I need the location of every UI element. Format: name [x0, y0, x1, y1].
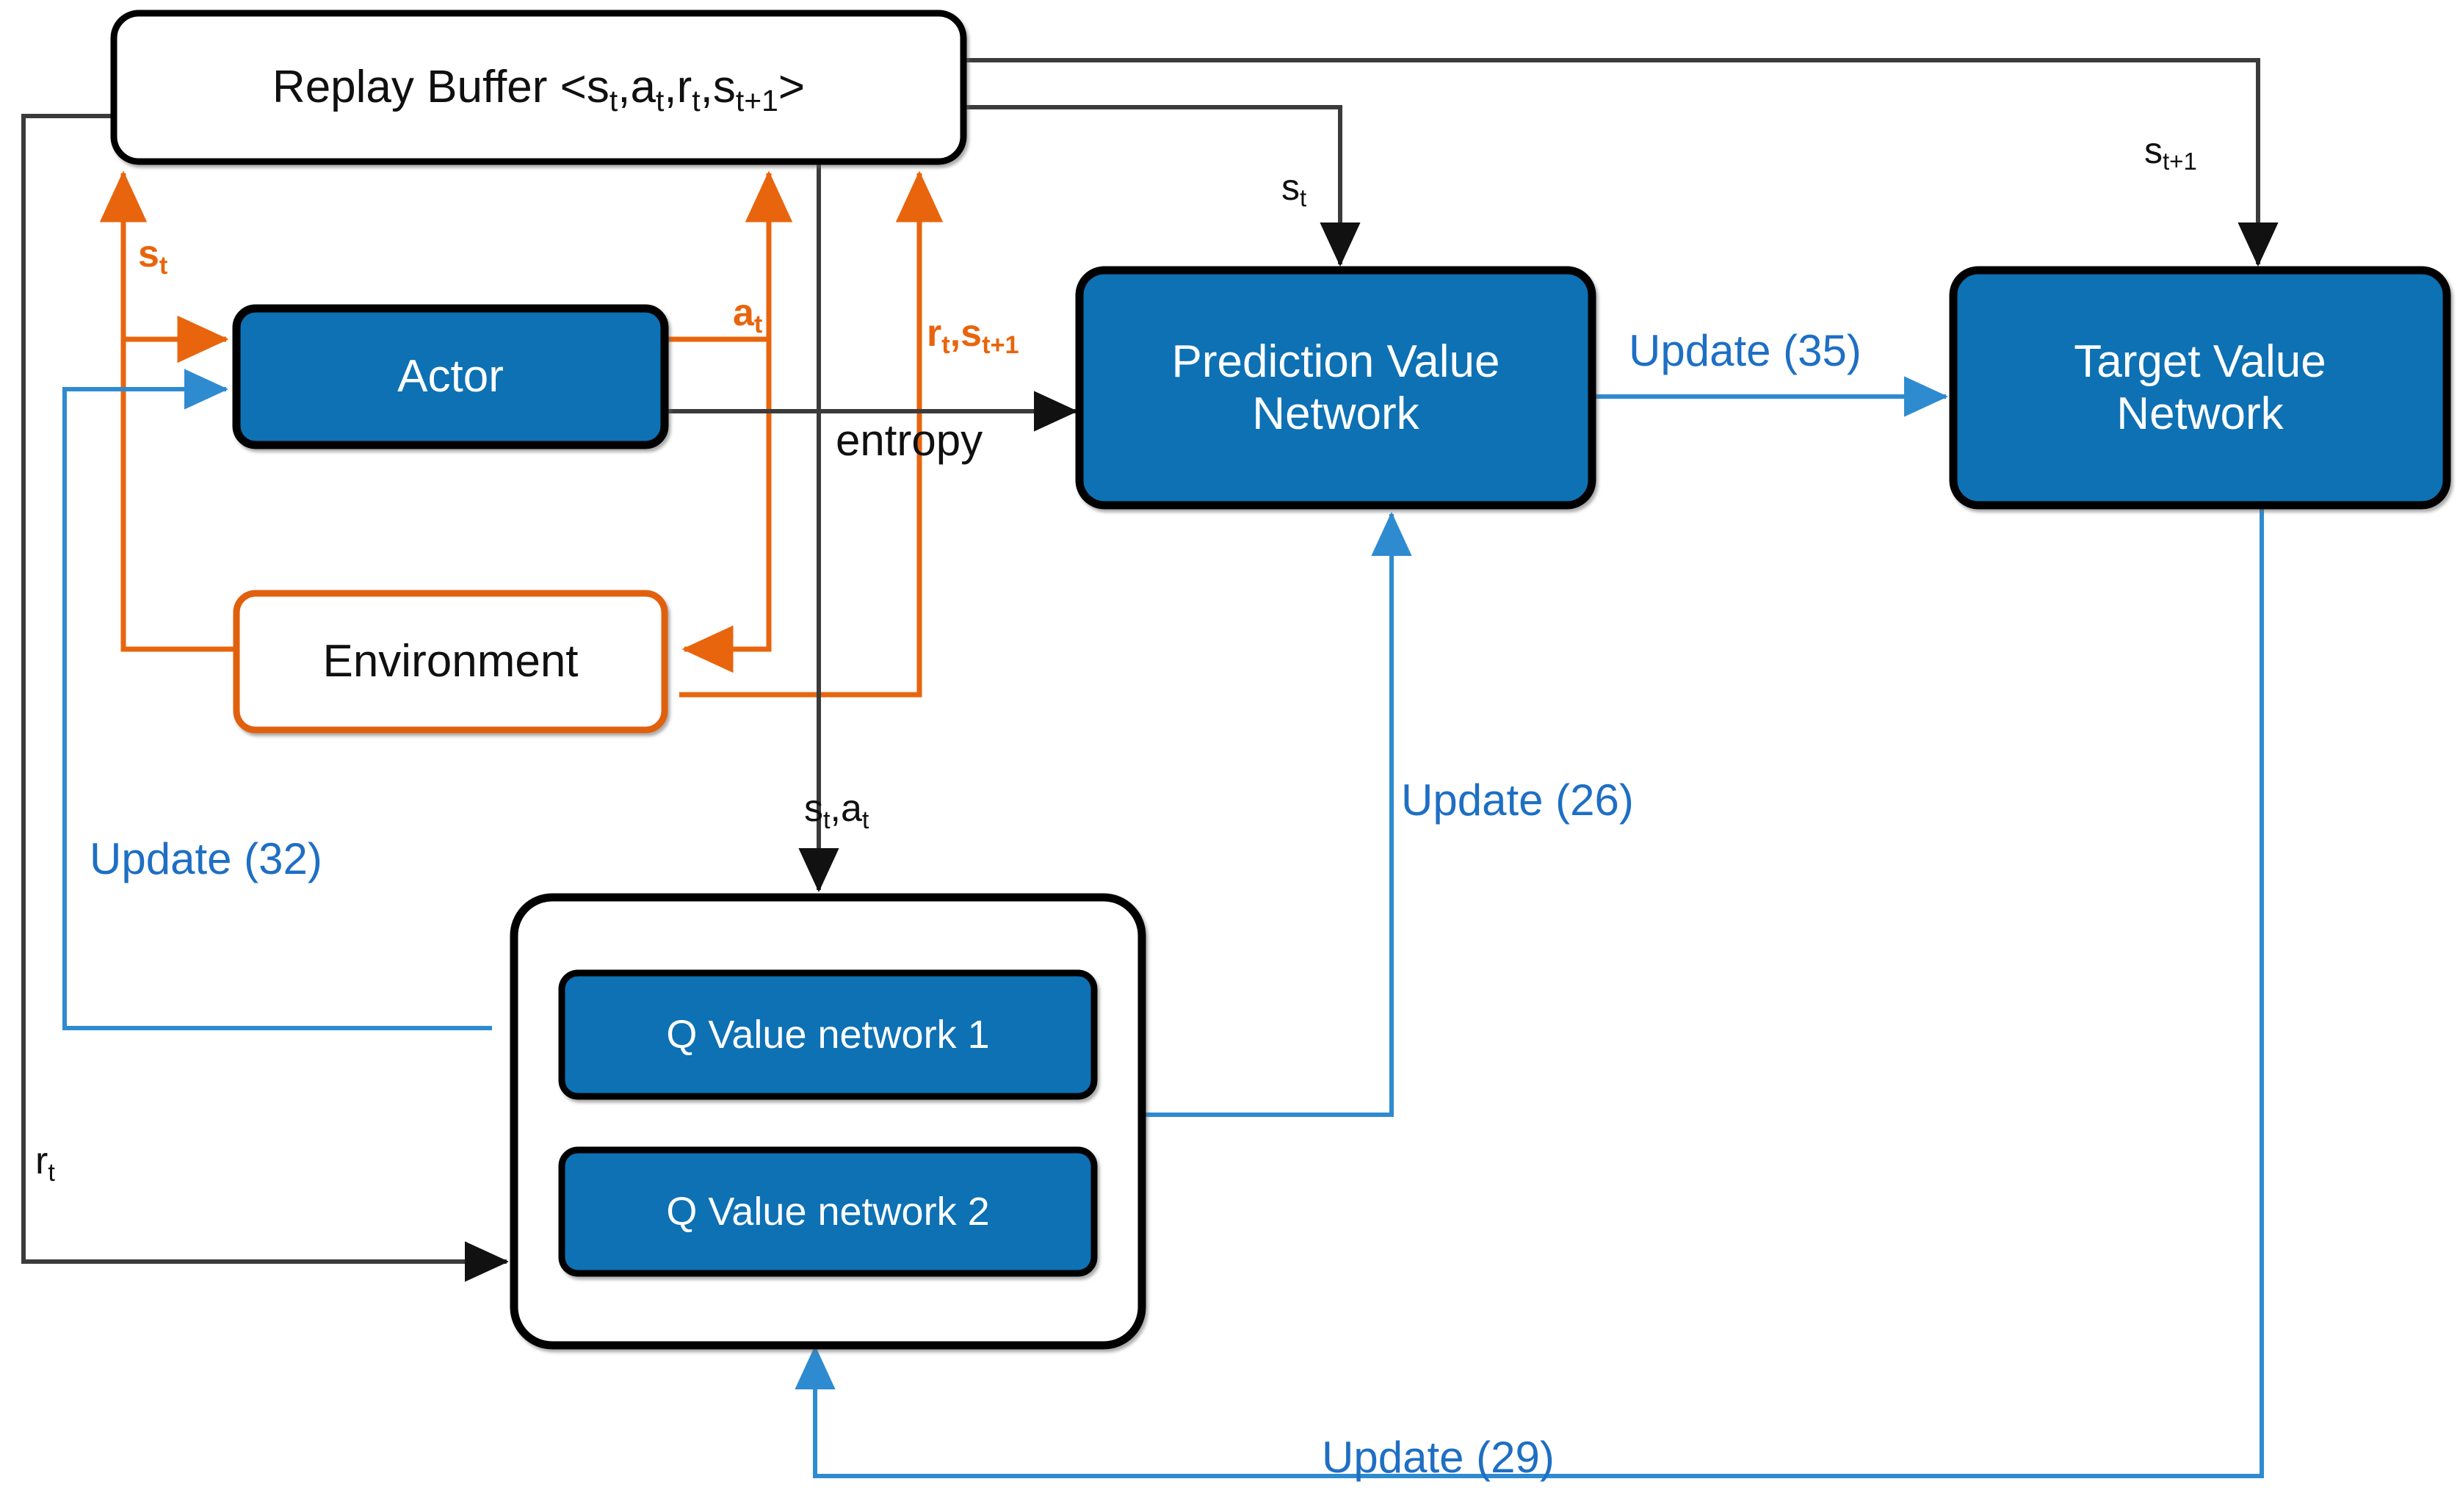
state-action-sub-a: t: [861, 806, 869, 834]
node-q-value-container[interactable]: [510, 893, 1146, 1350]
reward-next-sub-t: t: [941, 330, 950, 359]
edge-group-orange: [99, 170, 944, 698]
reward-next-comma: ,: [949, 312, 961, 355]
state-action-sub-s: t: [823, 806, 831, 834]
state-action-comma: ,: [830, 787, 841, 830]
reward-next-base-s: s: [961, 312, 983, 355]
edge-group-blue: [62, 369, 2264, 1478]
reward-next-base-r: r: [927, 312, 942, 355]
state-t-left-sub: t: [159, 251, 168, 280]
edge-label-state-t-left: st: [138, 233, 167, 278]
reward-next-sub-t1: t+1: [982, 330, 1019, 359]
node-actor[interactable]: [232, 304, 669, 449]
node-environment[interactable]: [233, 590, 668, 734]
edge-label-state-t-prediction: st: [1281, 167, 1306, 210]
edge-replaybuffer-to-prediction-state: [963, 105, 1361, 267]
edge-replaybuffer-to-target-state: [963, 58, 2279, 267]
edge-qvalue-to-prediction-update26: [1142, 512, 1412, 1117]
edge-qvalue-to-actor-update32: [62, 369, 492, 1030]
edge-label-state-action-qvalue: st,at: [804, 787, 869, 833]
edge-target-to-qvalue-update29: [795, 505, 2264, 1478]
state-next-target-sub: t+1: [2163, 148, 2197, 176]
edge-label-action-t: at: [733, 292, 762, 337]
edge-group-black: [21, 58, 2279, 1282]
edge-label-entropy: entropy: [836, 416, 983, 465]
action-t-sub: t: [753, 310, 763, 339]
state-next-target-base: s: [2144, 130, 2163, 171]
node-q-value-network-2[interactable]: [558, 1146, 1098, 1277]
edge-label-reward-t-left: rt: [35, 1140, 55, 1185]
state-t-pred-base: s: [1281, 167, 1300, 208]
edge-env-to-replaybuffer-state: [99, 170, 234, 652]
state-action-base-a: a: [841, 787, 862, 830]
edge-env-to-replaybuffer-reward: [679, 170, 944, 698]
edge-label-update-29: Update (29): [1322, 1433, 1555, 1482]
reward-t-left-sub: t: [48, 1158, 55, 1187]
edge-label-state-next-target: st+1: [2144, 130, 2197, 173]
edge-action-to-environment: [681, 339, 772, 673]
node-target-value-network[interactable]: [1949, 266, 2451, 510]
edge-label-update-35: Update (35): [1629, 326, 1862, 375]
state-t-pred-sub: t: [1300, 184, 1307, 212]
edge-label-reward-next-state: rt,st+1: [927, 312, 1019, 358]
state-t-left-base: s: [138, 233, 159, 275]
node-replay-buffer[interactable]: [110, 10, 967, 165]
state-action-base-s: s: [804, 787, 823, 830]
action-t-base: a: [733, 292, 754, 334]
edge-replaybuffer-to-qvalue-reward: [21, 114, 509, 1282]
node-q-value-network-1[interactable]: [558, 969, 1098, 1100]
edge-label-update-26: Update (26): [1401, 775, 1634, 825]
node-prediction-value-network[interactable]: [1075, 266, 1596, 510]
reward-t-left-base: r: [35, 1140, 48, 1182]
edge-label-update-32: Update (32): [90, 834, 322, 883]
